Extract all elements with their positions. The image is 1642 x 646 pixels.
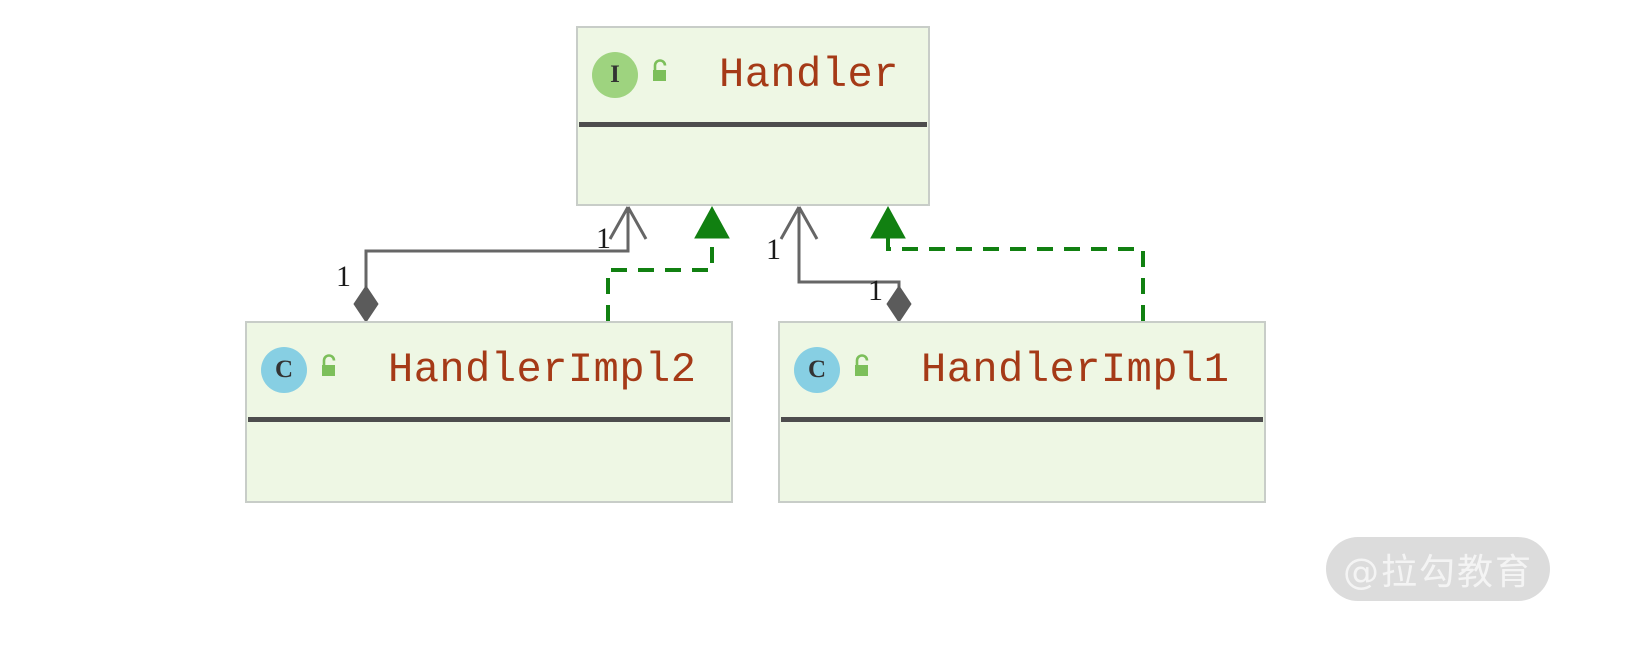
uml-node-handler-impl-2-header: C HandlerImpl2	[247, 323, 731, 417]
uml-node-handler-impl-2-divider	[248, 417, 730, 422]
edge-aggregation-impl1-handler[interactable]	[779, 206, 912, 323]
uml-node-handler-impl-1-members	[780, 422, 1264, 502]
uml-node-handler-impl-1-title: HandlerImpl1	[921, 346, 1230, 394]
realization-line-impl1	[886, 233, 1145, 321]
class-stereotype-icon: C	[261, 347, 307, 393]
filled-diamond-impl2	[353, 285, 379, 323]
multiplicity-label: 1	[868, 274, 883, 307]
uml-node-handler-impl-1-header: C HandlerImpl1	[780, 323, 1264, 417]
uml-node-handler-impl-2-members	[247, 422, 731, 502]
realization-line-impl2	[606, 233, 714, 321]
uml-node-handler-impl-1-divider	[781, 417, 1263, 422]
class-stereotype-icon: C	[794, 347, 840, 393]
multiplicity-label: 1	[596, 222, 611, 255]
interface-stereotype-icon: I	[592, 52, 638, 98]
unlock-icon	[647, 58, 677, 93]
filled-triangle-head-impl1	[870, 205, 906, 239]
filled-triangle-head-impl2	[694, 205, 730, 239]
uml-node-handler-header: I Handler	[578, 28, 928, 122]
open-arrow-head-impl2	[608, 206, 648, 240]
filled-diamond-impl1	[886, 285, 912, 323]
unlock-icon	[849, 353, 879, 388]
edge-realization-impl2-handler[interactable]	[606, 205, 730, 321]
uml-node-handler-members	[578, 127, 928, 207]
watermark: @拉勾教育	[1326, 537, 1550, 601]
unlock-icon	[316, 353, 346, 388]
uml-node-handler-divider	[579, 122, 927, 127]
aggregation-line-impl2	[364, 207, 630, 300]
open-arrow-head-impl1	[779, 206, 819, 240]
uml-node-handler[interactable]: I Handler	[576, 26, 930, 206]
uml-node-handler-title: Handler	[719, 51, 899, 99]
multiplicity-label: 1	[336, 260, 351, 293]
uml-node-handler-impl-2-title: HandlerImpl2	[388, 346, 697, 394]
multiplicity-label: 1	[766, 233, 781, 266]
uml-node-handler-impl-2[interactable]: C HandlerImpl2	[245, 321, 733, 503]
edge-realization-impl1-handler[interactable]	[870, 205, 1145, 321]
uml-node-handler-impl-1[interactable]: C HandlerImpl1	[778, 321, 1266, 503]
